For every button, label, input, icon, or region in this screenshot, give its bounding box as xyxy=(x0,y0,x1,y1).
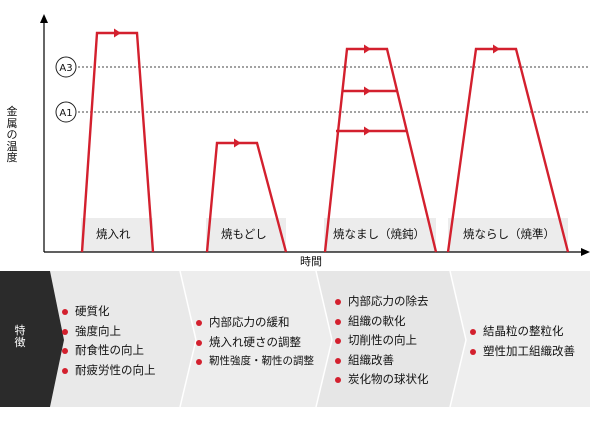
feature-list-anneal: 内部応力の除去 組織の軟化 切削性の向上 組織改善 炭化物の球状化 xyxy=(335,295,429,394)
list-item: 耐疲労性の向上 xyxy=(62,364,156,377)
temper-arrow-icon xyxy=(234,138,241,148)
list-item: 組織の軟化 xyxy=(335,315,429,328)
y-axis-label: 金 属 の 温 度 xyxy=(6,105,18,165)
process-label-quench: 焼入れ xyxy=(96,227,131,241)
x-axis-label: 時間 xyxy=(300,255,322,268)
feature-panel-3 xyxy=(316,271,466,407)
x-axis-arrow-icon xyxy=(581,248,590,256)
list-item: 炭化物の球状化 xyxy=(335,373,429,386)
a3-label: A3 xyxy=(59,63,72,74)
list-item: 強度向上 xyxy=(62,325,156,338)
list-item: 組織改善 xyxy=(335,354,429,367)
a3-circle xyxy=(55,56,77,78)
feature-list-temper: 内部応力の緩和 焼入れ硬さの調整 靭性強度・靭性の調整 xyxy=(196,316,314,375)
process-panel-temper xyxy=(206,218,286,252)
a1-circle xyxy=(55,101,77,123)
list-item: 靭性強度・靭性の調整 xyxy=(196,356,314,367)
feature-list-quench: 硬質化 強度向上 耐食性の向上 耐疲労性の向上 xyxy=(62,305,156,384)
anneal-arrow-icon-mid xyxy=(364,86,371,96)
process-label-temper: 焼もどし xyxy=(221,227,267,241)
process-panel-normalize xyxy=(448,218,568,252)
y-axis-arrow-icon xyxy=(40,14,48,23)
list-item: 内部応力の緩和 xyxy=(196,316,314,329)
features-header xyxy=(0,271,64,407)
a1-label: A1 xyxy=(59,108,72,119)
anneal-arrow-icon-top xyxy=(364,44,371,54)
process-label-anneal: 焼なまし（焼鈍） xyxy=(333,227,425,241)
feature-panel-4 xyxy=(450,271,590,407)
list-item: 結晶粒の整粒化 xyxy=(470,325,575,338)
list-item: 内部応力の除去 xyxy=(335,295,429,308)
features-title: 特 徴 xyxy=(14,324,26,350)
list-item: 耐食性の向上 xyxy=(62,344,156,357)
anneal-arrow-icon-low xyxy=(364,126,371,136)
feature-panel-2 xyxy=(180,271,332,407)
normalize-arrow-icon xyxy=(493,44,500,54)
feature-list-normalize: 結晶粒の整粒化 塑性加工組織改善 xyxy=(470,325,575,365)
process-label-normalize: 焼ならし（焼準） xyxy=(463,227,555,241)
quench-arrow-icon xyxy=(114,28,121,38)
feature-panel-1 xyxy=(50,271,196,407)
process-panel-quench xyxy=(81,218,153,252)
list-item: 塑性加工組織改善 xyxy=(470,345,575,358)
list-item: 硬質化 xyxy=(62,305,156,318)
list-item: 切削性の向上 xyxy=(335,334,429,347)
process-panel-anneal xyxy=(324,218,436,252)
list-item: 焼入れ硬さの調整 xyxy=(196,336,314,349)
